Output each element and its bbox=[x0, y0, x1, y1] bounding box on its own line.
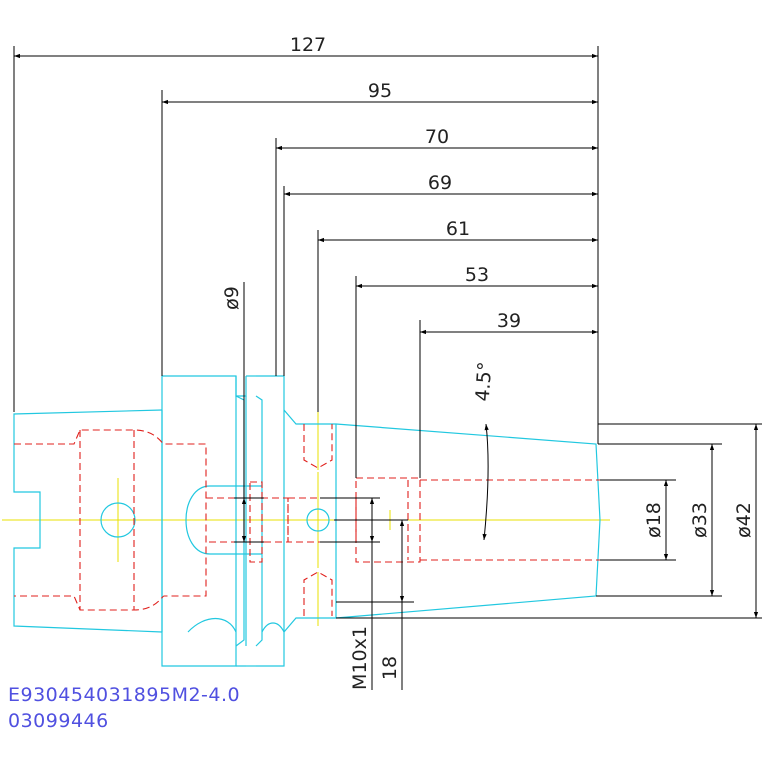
dim-text-dia9: ø9 bbox=[221, 286, 243, 310]
dim-text-70: 70 bbox=[425, 126, 449, 148]
cross-hole-circle bbox=[100, 502, 136, 538]
dim-text-127: 127 bbox=[290, 34, 326, 56]
dim-text-39: 39 bbox=[497, 310, 521, 332]
dim-text-61: 61 bbox=[446, 218, 470, 240]
groove-bottom bbox=[187, 618, 285, 633]
groove-profile bbox=[235, 395, 263, 647]
top-pin bbox=[303, 424, 333, 469]
dim-text-depth18: 18 bbox=[379, 656, 401, 680]
part-outline bbox=[13, 375, 601, 667]
part-number-label: E930454031895M2-4.0 bbox=[8, 684, 241, 706]
dimension-texts: 127 95 70 69 61 53 39 4.5° ø9 ø18 ø33 ø4… bbox=[221, 34, 755, 690]
dim-text-69: 69 bbox=[428, 172, 452, 194]
dim-text-dia33: ø33 bbox=[689, 502, 711, 538]
groove-outline bbox=[235, 375, 285, 667]
dim-text-95: 95 bbox=[368, 80, 392, 102]
center-boss bbox=[185, 485, 262, 555]
shank-outline bbox=[13, 409, 163, 633]
dim-text-53: 53 bbox=[465, 264, 489, 286]
dim-text-dia18: ø18 bbox=[643, 502, 665, 538]
angle-arc bbox=[482, 423, 489, 541]
hidden-lines bbox=[14, 424, 600, 616]
small-bore-recess bbox=[249, 481, 263, 563]
side-hole-circle bbox=[306, 508, 330, 532]
dimension-lines bbox=[13, 46, 762, 690]
serial-number-label: 03099446 bbox=[8, 710, 109, 732]
taper-outline bbox=[283, 409, 601, 633]
main-bore bbox=[355, 477, 421, 563]
dim-text-thread: M10x1 bbox=[349, 626, 371, 690]
bottom-pin bbox=[303, 571, 333, 616]
centerlines bbox=[2, 412, 610, 626]
dim-text-angle: 4.5° bbox=[472, 361, 497, 402]
left-pocket bbox=[14, 429, 207, 611]
dim-text-dia42: ø42 bbox=[733, 502, 755, 538]
